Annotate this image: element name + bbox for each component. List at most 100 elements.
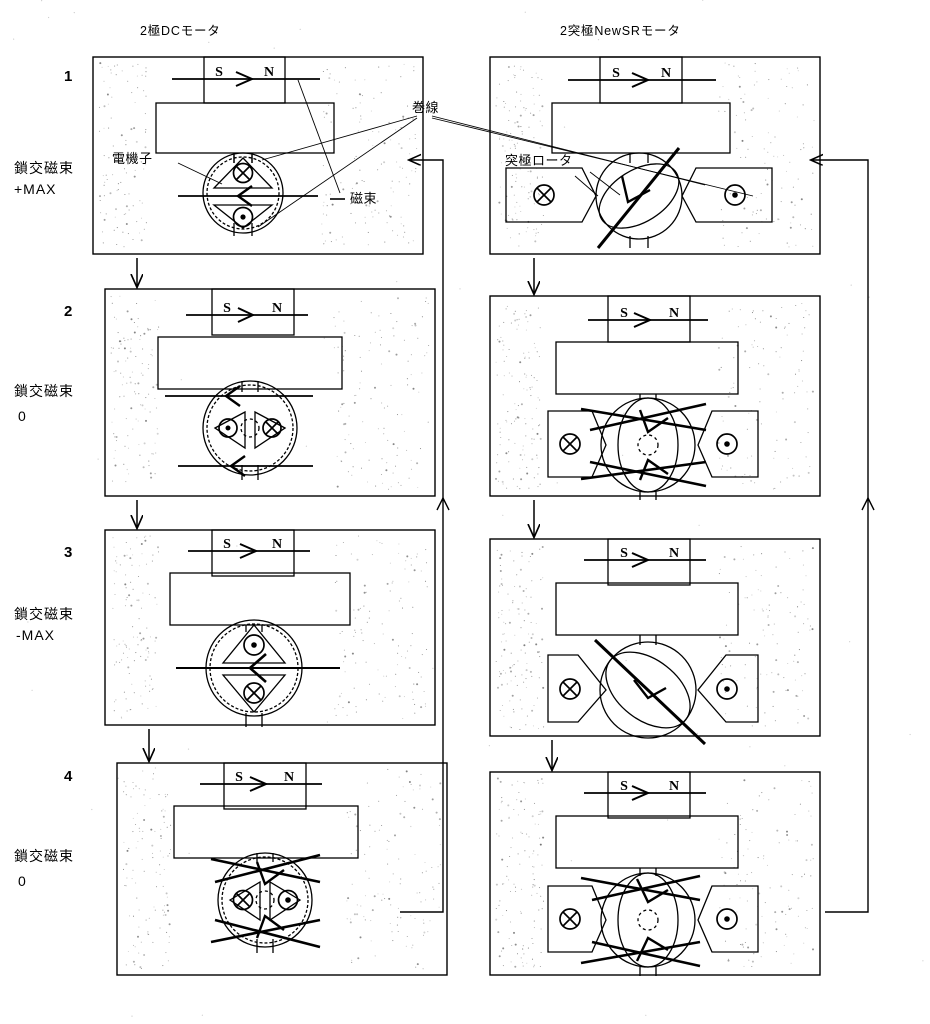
flux-arrow-R1 <box>620 175 651 204</box>
magnet-label-n-R1: N <box>661 66 671 81</box>
coil-dot-center-R3 <box>724 686 730 692</box>
flux-arrow-bot-R2 <box>638 458 669 481</box>
magnet-label-s-L1: S <box>215 65 223 80</box>
shaft-R2 <box>637 434 659 456</box>
stator-yoke-R3 <box>555 582 739 636</box>
magnet-arrow-L1 <box>235 71 255 87</box>
magnet-arrow-R3 <box>631 552 651 568</box>
stator-yoke-L4 <box>173 805 359 859</box>
flux-line-bot-b-R2 <box>589 460 707 488</box>
coil-dot-circle-L1 <box>232 206 254 228</box>
magnet-label-s-R2: S <box>620 306 628 321</box>
magnet-label-s-R3: S <box>620 546 628 561</box>
coil-cross-d2-R3 <box>562 681 578 697</box>
sr-motor-R2 <box>547 295 759 500</box>
coil-cross-d2-R2 <box>562 436 578 452</box>
magnet-arrow-L3 <box>239 543 259 559</box>
state-label-2-line1: 鎖交磁束 <box>14 383 74 399</box>
magnet-label-n-R4: N <box>669 779 679 794</box>
rotor-inner-L2 <box>206 384 294 472</box>
coil-cross-d2-L2 <box>264 420 280 436</box>
coil-cross-d2-R1 <box>536 187 552 203</box>
coil-cross-circle-R3 <box>559 678 581 700</box>
stator-yoke-R4 <box>555 815 739 869</box>
coil-cross-circle-L4 <box>232 889 254 911</box>
state-label-1-line2: +MAX <box>14 181 57 197</box>
state-label-2-line2: 0 <box>18 408 27 424</box>
magnet-label-s-L4: S <box>235 770 243 785</box>
coil-cross-circle-L2 <box>262 418 282 438</box>
coil-cross-circle-R2 <box>559 433 581 455</box>
leader-winding-to-L1-bottom <box>257 117 418 228</box>
flux-line-top-b-L4 <box>214 853 321 884</box>
magnet-box-R4 <box>607 771 691 819</box>
flux-arrow-top-L2 <box>223 385 241 407</box>
magnet-label-n-R2: N <box>669 306 679 321</box>
rotor-gap-bot-R4 <box>639 967 657 976</box>
annotation-flux: 磁束 <box>350 191 378 206</box>
rotor-gap-bot-R2 <box>639 492 657 500</box>
flux-arrow-bot-R4 <box>635 936 669 962</box>
coil-cross-circle-R4 <box>559 908 581 930</box>
coil-cross-d2-L3 <box>246 685 262 701</box>
coil-dot-center-L3 <box>251 642 257 648</box>
feedback-loop-right <box>812 160 869 913</box>
flux-arrow-top-R4 <box>635 878 669 904</box>
flux-line-top-b-R2 <box>589 402 707 432</box>
flux-arrow-bot-L4 <box>255 914 285 939</box>
rotor-outer-L4 <box>217 852 313 948</box>
coil-dot-center-L4 <box>285 897 291 903</box>
flux-arrow-R3 <box>633 679 667 700</box>
header-title-right: 2突極NewSRモータ <box>560 24 681 38</box>
rotor-gap-top-L1 <box>233 155 253 163</box>
rotor-inner-L1 <box>206 156 280 230</box>
coil-bottom-L3 <box>221 674 287 714</box>
rotor-outer-L2 <box>202 380 298 476</box>
rotor-gap-bot-L1 <box>233 223 253 236</box>
leader-winding-to-R1-right <box>431 117 754 197</box>
sr-motor-R4 <box>547 771 759 976</box>
dc-motor-L3 <box>169 529 351 727</box>
panel-boxes <box>92 56 821 976</box>
step-number-3: 3 <box>64 544 73 561</box>
coil-cross-d2-L4 <box>235 892 251 908</box>
rotor-gap-bot-R1 <box>629 236 649 248</box>
magnet-box-R3 <box>607 538 691 586</box>
feedback-loop-left <box>400 160 444 913</box>
flux-line-bot-a-L4 <box>210 918 321 944</box>
state-label-3-line1: 鎖交磁束 <box>14 606 74 622</box>
feedback-loops <box>400 160 875 913</box>
panel-L2 <box>104 288 436 497</box>
state-label-1-line1: 鎖交磁束 <box>14 160 74 176</box>
magnet-box-L4 <box>223 762 307 810</box>
rotor-circle-R3 <box>599 641 697 739</box>
stator-pole-R1 <box>629 153 649 163</box>
coil-dot-circle-R1 <box>724 184 746 206</box>
salient-rotor-R3 <box>605 651 691 729</box>
leader-salient-rotor-b <box>589 171 621 196</box>
leader-flux <box>297 79 341 194</box>
shaft-L2 <box>240 418 260 438</box>
magnet-box-L2 <box>211 288 295 336</box>
stator-yoke-R1 <box>551 102 731 154</box>
coil-dot-center-L2 <box>225 425 231 431</box>
stator-yoke-L2 <box>157 336 343 390</box>
magnet-label-s-L3: S <box>223 537 231 552</box>
coil-top-L1 <box>212 157 274 189</box>
rotor-circle-R2 <box>600 397 696 493</box>
shaft-R4 <box>637 909 659 931</box>
flux-line-bot-b-R4 <box>591 940 701 968</box>
flux-line-bot-b-L4 <box>214 918 321 949</box>
magnet-label-s-L2: S <box>223 301 231 316</box>
magnet-arrow-R2 <box>633 312 653 328</box>
stator-pole-R4 <box>639 868 657 876</box>
stator-yoke-L1 <box>155 102 335 154</box>
coil-box-left-R3 <box>547 654 607 723</box>
coil-dot-center-L1 <box>240 214 246 220</box>
sr-motor-R3 <box>547 538 759 746</box>
magnet-label-n-R3: N <box>669 546 679 561</box>
coil-dot-center-R1 <box>732 192 738 198</box>
rotor-gap-bot-L3 <box>245 713 263 727</box>
magnet-label-n-L2: N <box>272 301 282 316</box>
coil-cross-circle-R1 <box>533 184 555 206</box>
